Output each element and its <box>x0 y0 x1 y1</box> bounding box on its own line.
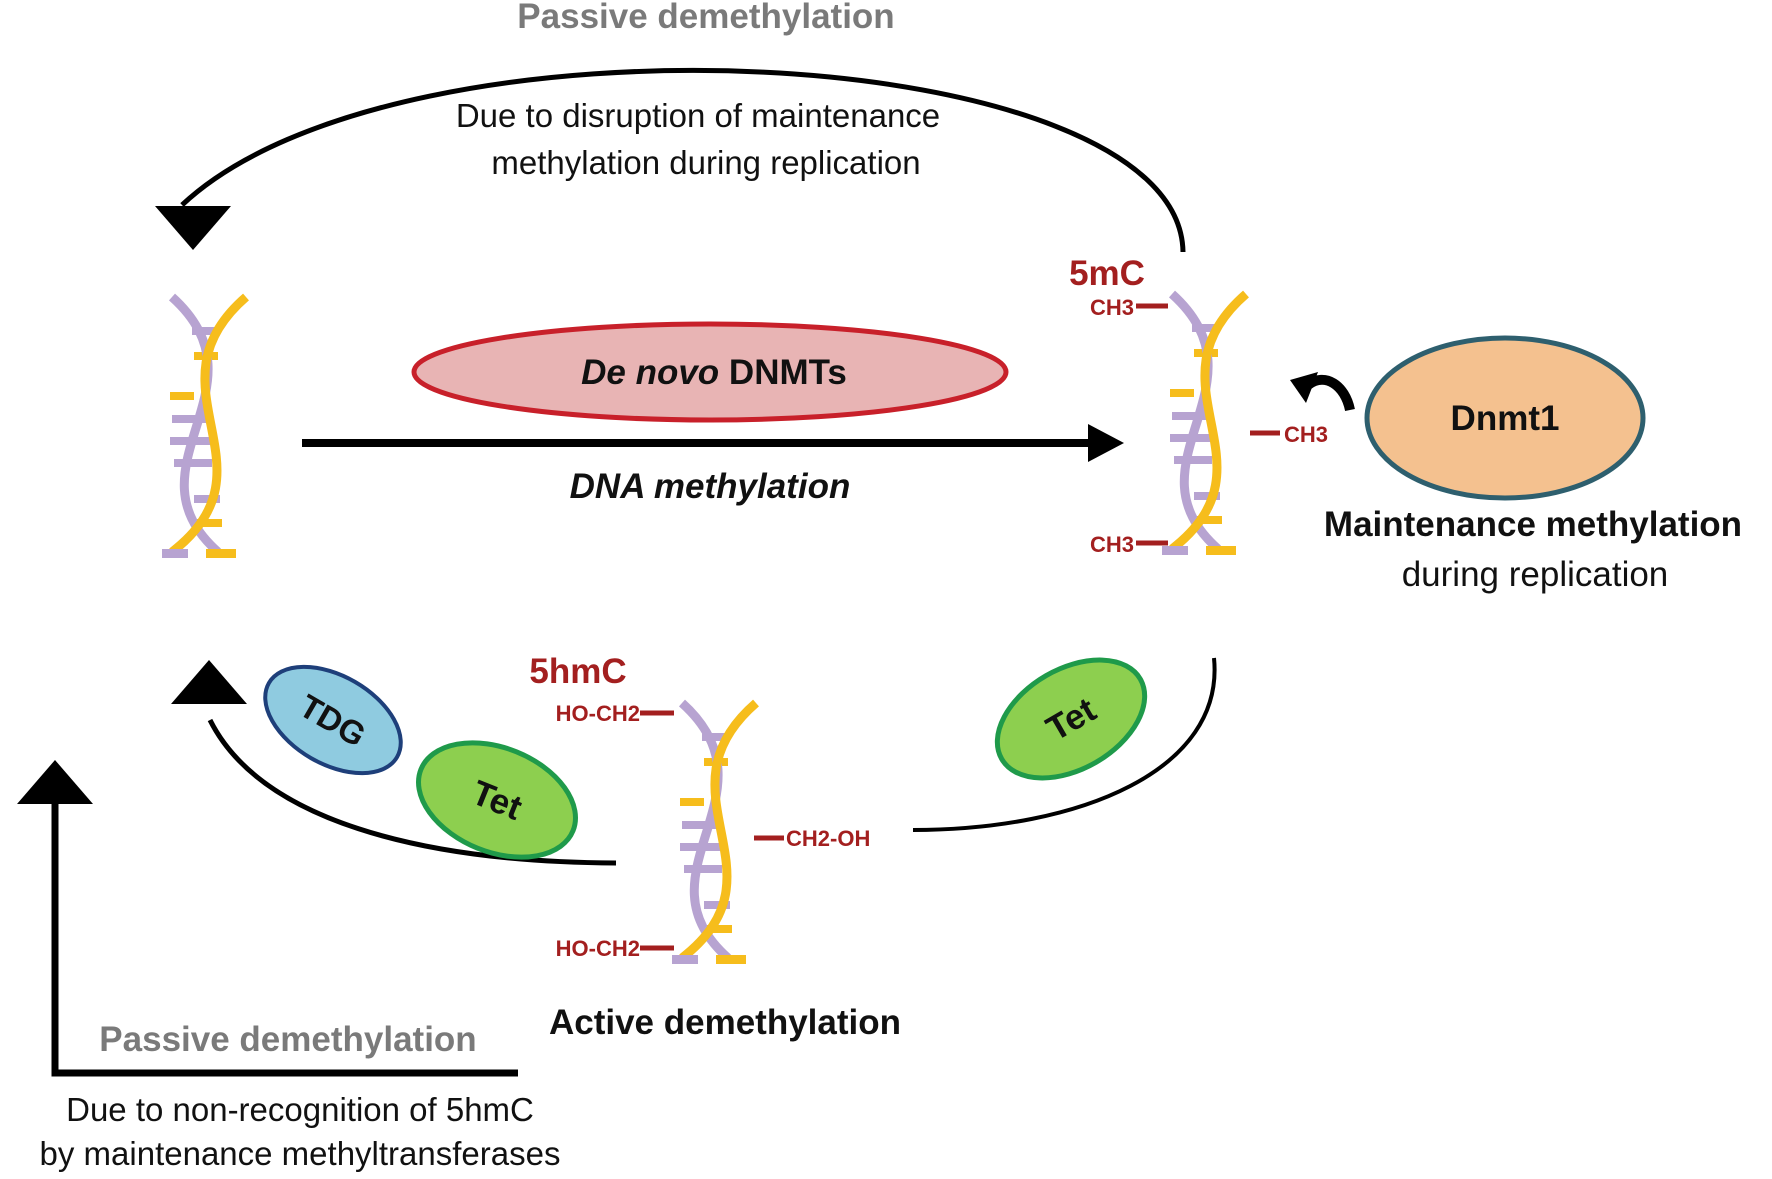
de-novo-dnmts-ellipse <box>411 321 1009 423</box>
top-passive-arc <box>155 67 1186 253</box>
active-demethylation-title: Active demethylation <box>549 1003 901 1042</box>
top-passive-title: Passive demethylation <box>517 0 894 36</box>
bottom-passive-line1: Due to non-recognition of 5hmC <box>66 1091 534 1128</box>
5mc-ch3-bottom: CH3 <box>1090 532 1134 557</box>
5hmc-group-top: HO-CH2 <box>556 701 640 726</box>
tdg-ellipse <box>263 664 403 776</box>
maintenance-subtitle: during replication <box>1402 555 1669 594</box>
dna-methylation-arrow <box>302 424 1124 462</box>
5mc-label: 5mC <box>1069 254 1145 293</box>
active-demethylation-arc <box>171 660 617 866</box>
dna-methylation-label: DNA methylation <box>570 467 851 506</box>
bottom-passive-line2: by maintenance methyltransferases <box>40 1135 561 1172</box>
dnmt1-ellipse <box>1364 335 1646 501</box>
5mc-ch3-top: CH3 <box>1090 295 1134 320</box>
methyl-groups-5mc <box>1136 303 1280 546</box>
dnmt1-label: Dnmt1 <box>1451 399 1560 438</box>
bottom-passive-title: Passive demethylation <box>99 1020 476 1059</box>
5hmc-group-mid: CH2-OH <box>786 826 870 851</box>
5mc-ch3-mid: CH3 <box>1284 422 1328 447</box>
5hmc-label: 5hmC <box>529 652 626 691</box>
de-novo-dnmts-label: De novo DNMTs <box>581 353 847 392</box>
tet-left-ellipse <box>416 740 578 860</box>
unmethylated-dna-helix <box>162 297 246 558</box>
curved-arrow-icon <box>1290 372 1355 412</box>
top-passive-line1: Due to disruption of maintenance <box>456 97 940 134</box>
methylated-dna-helix <box>1162 294 1246 555</box>
tet-right-ellipse <box>994 657 1148 781</box>
top-passive-line2: methylation during replication <box>491 144 920 181</box>
tet-oxidation-arc <box>912 657 1217 832</box>
maintenance-title: Maintenance methylation <box>1324 505 1742 544</box>
hydroxymethyl-groups-5hmc <box>640 710 784 951</box>
hydroxymethylated-dna-helix <box>672 703 756 964</box>
bottom-passive-arrow <box>17 760 518 1077</box>
5hmc-group-bottom: HO-CH2 <box>556 936 640 961</box>
